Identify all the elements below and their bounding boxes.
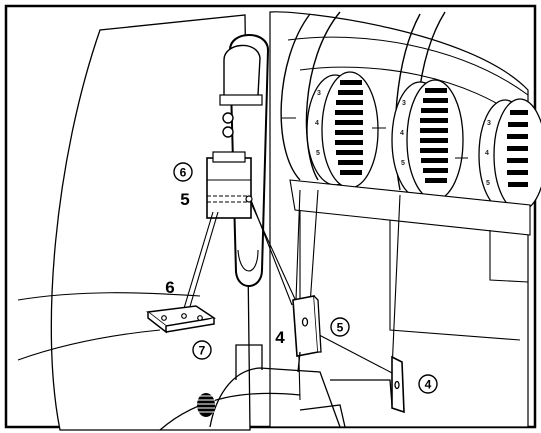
body-edge-lower xyxy=(17,292,201,301)
svg-text:7: 7 xyxy=(199,344,206,358)
label-guide-6: 6 xyxy=(165,278,174,297)
shelf-edge-right xyxy=(389,220,521,341)
label-guide-circled-7: 7 xyxy=(192,340,212,360)
svg-text:4: 4 xyxy=(425,378,432,392)
body-edge-base xyxy=(17,329,161,361)
tension-dial-3: 3 4 5 xyxy=(455,98,541,212)
thread-guide-rod-2 xyxy=(305,11,341,181)
housing-curve-1 xyxy=(287,36,529,96)
dial-3-number-bottom: 5 xyxy=(486,180,490,187)
dial-1-number-top: 3 xyxy=(317,90,321,97)
label-plate-circled-5: 5 xyxy=(330,317,350,337)
dial-2-number-top: 3 xyxy=(402,100,406,107)
tension-dial-1: 3 4 5 xyxy=(282,71,379,189)
svg-text:6: 6 xyxy=(180,166,187,180)
label-plate-circled-4: 4 xyxy=(418,374,438,394)
post-hole-lower xyxy=(222,126,234,138)
dial-3-number-top: 3 xyxy=(487,120,491,127)
svg-text:5: 5 xyxy=(337,321,344,335)
label-plate-4: 4 xyxy=(275,328,285,347)
tension-dial-2: 3 4 5 xyxy=(372,79,464,201)
thread-tension-collar xyxy=(206,151,253,219)
adjustment-knob xyxy=(197,393,215,417)
dial-1-number-bottom: 5 xyxy=(316,150,320,157)
lower-mechanism xyxy=(159,344,393,431)
thread-guide-plate-right xyxy=(391,355,405,414)
dial-3-number-mid: 4 xyxy=(485,150,489,157)
shelf-edge-far xyxy=(489,230,529,283)
dial-1-number-mid: 4 xyxy=(315,120,319,127)
label-tension-circled-6: 6 xyxy=(173,162,193,182)
label-tension-5: 5 xyxy=(180,190,189,209)
post-hole-upper xyxy=(222,112,234,124)
thread-guide-rod-1 xyxy=(280,13,311,181)
dial-shelf xyxy=(289,179,531,236)
thread-guide-plate-left xyxy=(146,305,216,334)
dial-2-number-mid: 4 xyxy=(400,130,404,137)
dial-2-number-bottom: 5 xyxy=(401,160,405,167)
thread-guide-plate-middle xyxy=(292,295,322,357)
